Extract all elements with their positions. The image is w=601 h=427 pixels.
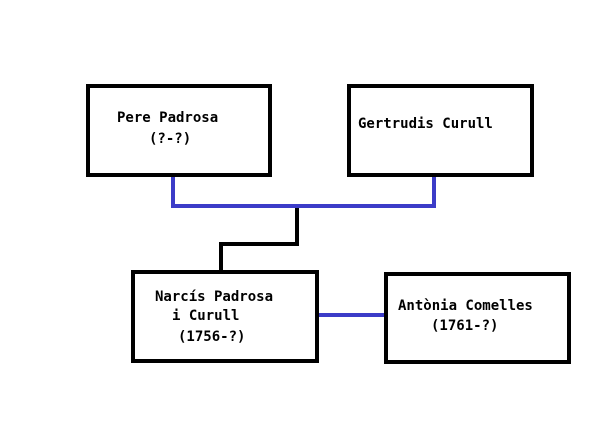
person-box-father: Pere Padrosa (?-?) <box>86 84 272 177</box>
person-box-spouse: Antònia Comelles (1761-?) <box>384 272 571 364</box>
person-box-mother: Gertrudis Curull <box>347 84 534 177</box>
person-box-child: Narcís Padrosa i Curull (1756-?) <box>131 270 319 363</box>
descent-line-down <box>295 208 299 246</box>
father-dates: (?-?) <box>149 131 192 147</box>
parents-marriage-line-left <box>171 176 175 208</box>
mother-name: Gertrudis Curull <box>358 116 493 132</box>
child-marriage-line <box>318 313 386 317</box>
child-dates: (1756-?) <box>178 329 246 345</box>
descent-line-to-child <box>219 242 223 272</box>
child-name-line1: Narcís Padrosa <box>155 289 274 305</box>
father-name: Pere Padrosa <box>117 110 219 126</box>
parents-marriage-line-right <box>432 176 436 208</box>
descent-line-horizontal <box>219 242 299 246</box>
spouse-name: Antònia Comelles <box>398 298 533 314</box>
child-name-line2: i Curull <box>172 308 240 324</box>
parents-marriage-line-horizontal <box>171 204 436 208</box>
spouse-dates: (1761-?) <box>431 318 499 334</box>
